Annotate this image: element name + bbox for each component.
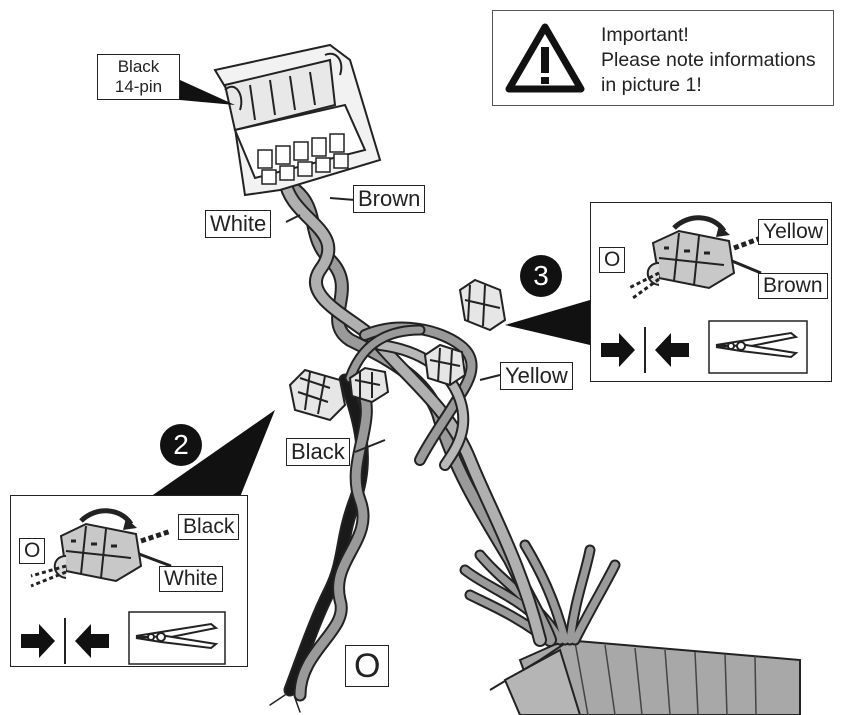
step2-inset-drawing [21,508,226,665]
cable-sheath [489,638,801,715]
note-line-3: in picture 1! [601,74,702,96]
callout-wedge-step2 [150,410,275,497]
connector-label: Black 14-pin [97,54,180,100]
step2-label-white: White [159,566,223,592]
note-line-2: Please note informations [601,49,816,71]
crimp-connector-left [288,366,390,422]
important-note-box: Important! Please note informations in p… [492,10,834,106]
crimp-connector-right [423,278,507,387]
twisted-wire-left [269,324,426,713]
connector-label-line2: 14-pin [114,77,163,96]
open-end-label: O [345,645,390,687]
step2-press-arrows-icon [21,624,109,658]
step3-inset: O Yellow Brown [590,202,832,382]
step3-press-arrows-icon [601,333,689,367]
step3-label-o: O [599,247,626,273]
callout-wedge-step3 [505,300,590,345]
connector-14pin-drawing [213,43,382,197]
warning-triangle-icon [505,23,585,93]
step-badge-3: 3 [520,255,562,297]
note-line-1: Important! [601,24,689,46]
wire-label-yellow: Yellow [500,362,573,390]
step2-inset: O Black White [10,495,248,667]
step2-label-o: O [19,538,46,564]
important-note-text: Important! Please note informations in p… [601,23,816,98]
step3-pliers-icon [715,331,799,359]
wire-label-black: Black [286,438,350,466]
step3-inset-drawing [601,215,808,374]
wire-label-brown: Brown [353,185,426,213]
step-badge-2: 2 [160,424,202,466]
step2-label-black: Black [178,514,240,540]
callout-wedge-connector [180,80,235,105]
wire-label-white: White [205,210,272,238]
step3-label-yellow: Yellow [758,219,828,245]
step2-pliers-icon [135,622,219,650]
connector-label-line1: Black [117,57,160,76]
step3-label-brown: Brown [758,273,828,299]
leader-lines [285,197,501,453]
